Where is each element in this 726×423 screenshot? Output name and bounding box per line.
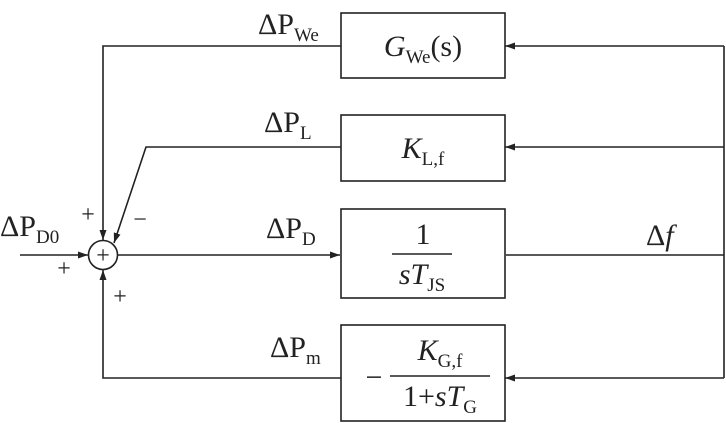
- generator-block: − KG,f 1+sTG: [340, 324, 506, 422]
- gen-output-wire: [99, 270, 341, 379]
- wind-output-wire: [99, 45, 341, 240]
- label-dP-D0: ΔPD0: [0, 210, 59, 248]
- summing-junction: +: [87, 239, 119, 271]
- label-dP-We: ΔPWe: [258, 8, 319, 46]
- label-dP-m: ΔPm: [270, 331, 321, 369]
- sign-bottom: +: [113, 284, 127, 310]
- sign-top: +: [81, 202, 95, 228]
- load-output-wire: [113, 146, 341, 244]
- label-dP-L: ΔPL: [264, 106, 312, 144]
- svg-text:GWe(s): GWe(s): [384, 30, 462, 68]
- inertia-denominator: sTJS: [399, 258, 445, 296]
- svg-text:+: +: [96, 243, 110, 269]
- sign-left: +: [57, 256, 71, 282]
- wind-transfer-block: GWe(s): [340, 12, 506, 79]
- generator-numerator: KG,f: [417, 334, 463, 372]
- sign-load: −: [133, 207, 147, 233]
- feedback-bus-line: [506, 46, 725, 378]
- inertia-block: 1 sTJS: [340, 208, 506, 299]
- load-coefficient-block: KL,f: [340, 114, 506, 182]
- svg-text:KL,f: KL,f: [401, 132, 445, 170]
- generator-minus: −: [366, 361, 383, 394]
- label-dP-D: ΔPD: [266, 212, 316, 250]
- label-delta-f: Δf: [646, 219, 677, 252]
- generator-denominator: 1+sTG: [403, 380, 477, 418]
- inertia-numerator: 1: [416, 218, 431, 251]
